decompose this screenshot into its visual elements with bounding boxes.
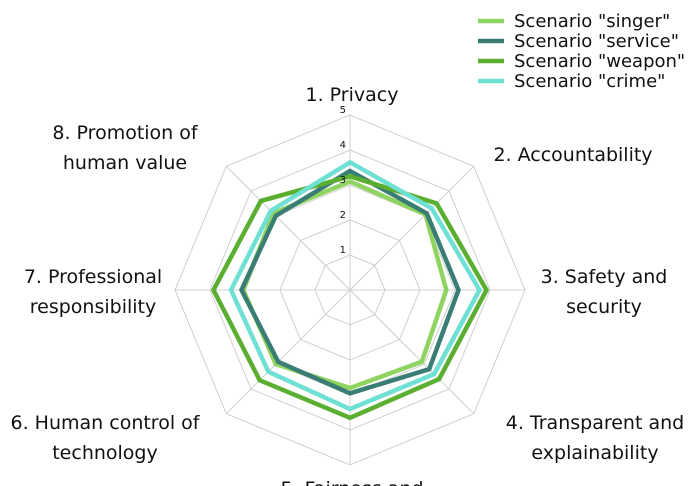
grid-spoke-4 xyxy=(349,289,475,415)
axis-label-2: 2. Accountability xyxy=(493,144,652,166)
radar-grid xyxy=(174,114,526,466)
legend: Scenario "singer"Scenario "service"Scena… xyxy=(478,11,685,92)
tick-label: 3 xyxy=(340,175,346,186)
tick-label: 5 xyxy=(340,105,346,116)
grid-spoke-6 xyxy=(225,289,351,415)
series-3 xyxy=(210,173,490,421)
series-2 xyxy=(238,168,461,396)
grid-spoke-2 xyxy=(349,165,475,291)
legend-label: Scenario "weapon" xyxy=(514,51,685,72)
radial-ticks: 1 2 3 4 5 xyxy=(340,105,346,256)
radar-series xyxy=(210,159,490,421)
legend-label: Scenario "crime" xyxy=(514,71,665,92)
tick-label: 2 xyxy=(340,210,346,221)
grid-spoke-8 xyxy=(225,165,351,291)
series-4 xyxy=(228,159,483,412)
tick-label: 1 xyxy=(340,245,346,256)
axis-label-1: 1. Privacy xyxy=(306,84,399,106)
legend-label: Scenario "singer" xyxy=(514,11,670,32)
legend-label: Scenario "service" xyxy=(514,31,679,52)
axis-labels: 1. Privacy 2. Accountability 3. Safety and… xyxy=(11,84,685,486)
tick-label: 4 xyxy=(340,140,346,151)
axis-label-5: 5. Fairness and xyxy=(280,478,423,486)
